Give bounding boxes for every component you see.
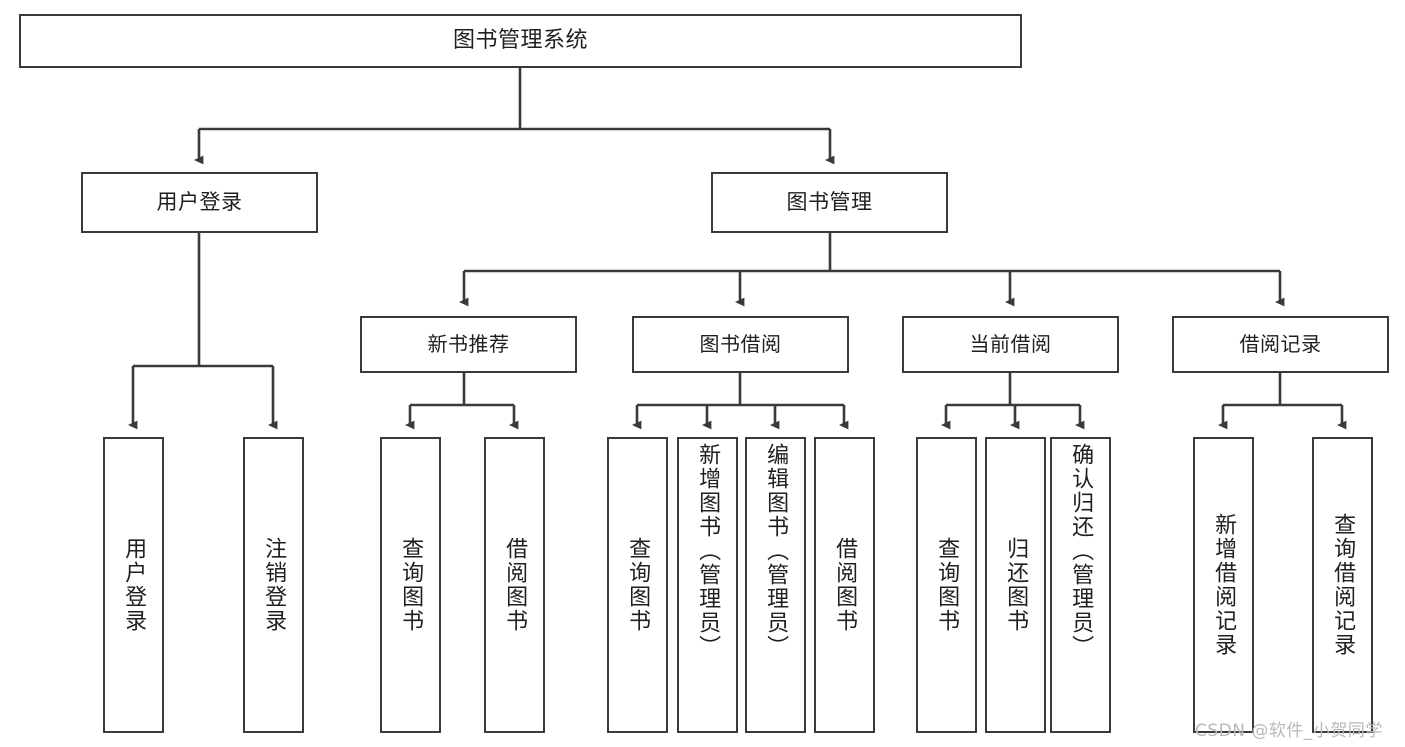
leaf-borrow-edit-book-admin[interactable]: 编辑图书（管理员） (745, 437, 806, 733)
node-root[interactable]: 图书管理系统 (19, 14, 1022, 68)
leaf-record-query-record[interactable]: 查询借阅记录 (1312, 437, 1373, 733)
node-book-borrow-label: 图书借阅 (699, 331, 782, 356)
leaf-borrow-query-book-label: 查询图书 (625, 537, 651, 633)
node-borrow-record[interactable]: 借阅记录 (1172, 316, 1389, 373)
node-book-management-label: 图书管理 (786, 190, 873, 215)
leaf-current-query-book[interactable]: 查询图书 (916, 437, 977, 733)
leaf-current-return-book-label: 归还图书 (1003, 537, 1029, 633)
leaf-user-login-signout[interactable]: 注销登录 (243, 437, 304, 733)
leaf-current-confirm-return-admin-label: 确认归还（管理员） (1068, 443, 1094, 659)
node-user-login-label: 用户登录 (156, 190, 243, 215)
leaf-user-login-signin[interactable]: 用户登录 (103, 437, 164, 733)
leaf-current-return-book[interactable]: 归还图书 (985, 437, 1046, 733)
node-root-label: 图书管理系统 (452, 28, 588, 54)
node-current-borrow[interactable]: 当前借阅 (902, 316, 1119, 373)
node-new-book-recommend[interactable]: 新书推荐 (360, 316, 577, 373)
node-new-book-recommend-label: 新书推荐 (427, 331, 510, 356)
leaf-user-login-signin-label: 用户登录 (121, 537, 147, 633)
leaf-borrow-borrow-book-label: 借阅图书 (832, 537, 858, 633)
leaf-record-query-record-label: 查询借阅记录 (1330, 513, 1356, 657)
leaf-user-login-signout-label: 注销登录 (261, 537, 287, 633)
leaf-recommend-query-book[interactable]: 查询图书 (380, 437, 441, 733)
csdn-watermark: CSDN @软件_小贺同学 (1195, 721, 1383, 741)
node-book-borrow[interactable]: 图书借阅 (632, 316, 849, 373)
leaf-borrow-query-book[interactable]: 查询图书 (607, 437, 668, 733)
leaf-record-add-record[interactable]: 新增借阅记录 (1193, 437, 1254, 733)
leaf-borrow-edit-book-admin-label: 编辑图书（管理员） (763, 443, 789, 659)
leaf-recommend-borrow-book-label: 借阅图书 (502, 537, 528, 633)
node-user-login[interactable]: 用户登录 (81, 172, 318, 233)
leaf-borrow-add-book-admin-label: 新增图书（管理员） (695, 443, 721, 659)
leaf-record-add-record-label: 新增借阅记录 (1211, 513, 1237, 657)
node-current-borrow-label: 当前借阅 (969, 331, 1052, 356)
leaf-current-query-book-label: 查询图书 (934, 537, 960, 633)
leaf-borrow-add-book-admin[interactable]: 新增图书（管理员） (677, 437, 738, 733)
leaf-recommend-borrow-book[interactable]: 借阅图书 (484, 437, 545, 733)
leaf-current-confirm-return-admin[interactable]: 确认归还（管理员） (1050, 437, 1111, 733)
node-borrow-record-label: 借阅记录 (1239, 331, 1322, 356)
leaf-recommend-query-book-label: 查询图书 (398, 537, 424, 633)
leaf-borrow-borrow-book[interactable]: 借阅图书 (814, 437, 875, 733)
node-book-management[interactable]: 图书管理 (711, 172, 948, 233)
